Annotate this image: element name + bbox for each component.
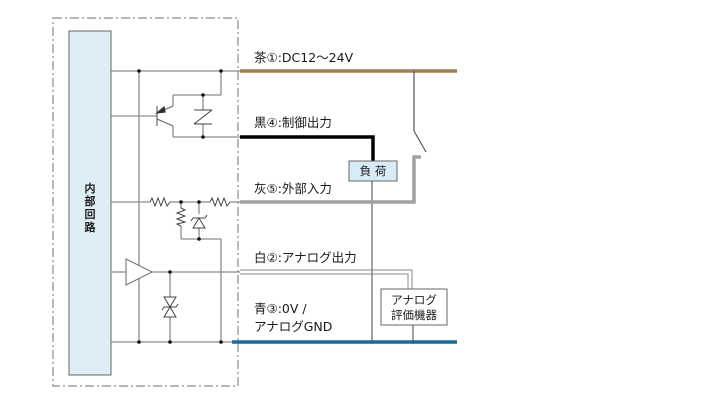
zener-diode-input [190,214,208,229]
internal-circuit-block [68,30,112,376]
transistor-symbol [155,105,174,127]
internal-circuit-label-2: 部 [85,194,96,208]
buffer-amplifier [125,258,154,286]
resistor-input-2 [209,196,231,208]
internal-wiring [111,70,240,343]
wire-black [240,135,375,162]
analog-device-box [380,288,448,326]
internal-circuit-label-3: 回 [85,207,96,221]
load-label: 負 荷 [360,164,387,178]
wire-black-label: 黒④:制御出力 [254,115,332,130]
wire-blue-label-1: 青③:0V / [254,301,307,316]
bidirectional-zener [161,296,179,318]
resistor-pulldown [175,207,187,227]
wire-gray [240,155,421,204]
wire-white-label: 白②:アナログ出力 [254,250,357,265]
wire-white [240,269,413,289]
wire-gray-label: 灰⑤:外部入力 [254,181,332,196]
internal-circuit-label-4: 路 [85,220,97,234]
resistor-input-1 [149,196,171,208]
wire-blue-label-2: アナログGND [254,319,332,334]
load-box [348,160,398,182]
wire-brown-label: 茶①:DC12～24V [254,50,354,65]
analog-device-label-2: 評価機器 [391,308,437,322]
external-switch [413,71,427,153]
internal-circuit-label-1: 内 [85,181,96,195]
analog-device-label-1: アナログ [391,293,437,307]
zener-diode-output [193,109,213,125]
